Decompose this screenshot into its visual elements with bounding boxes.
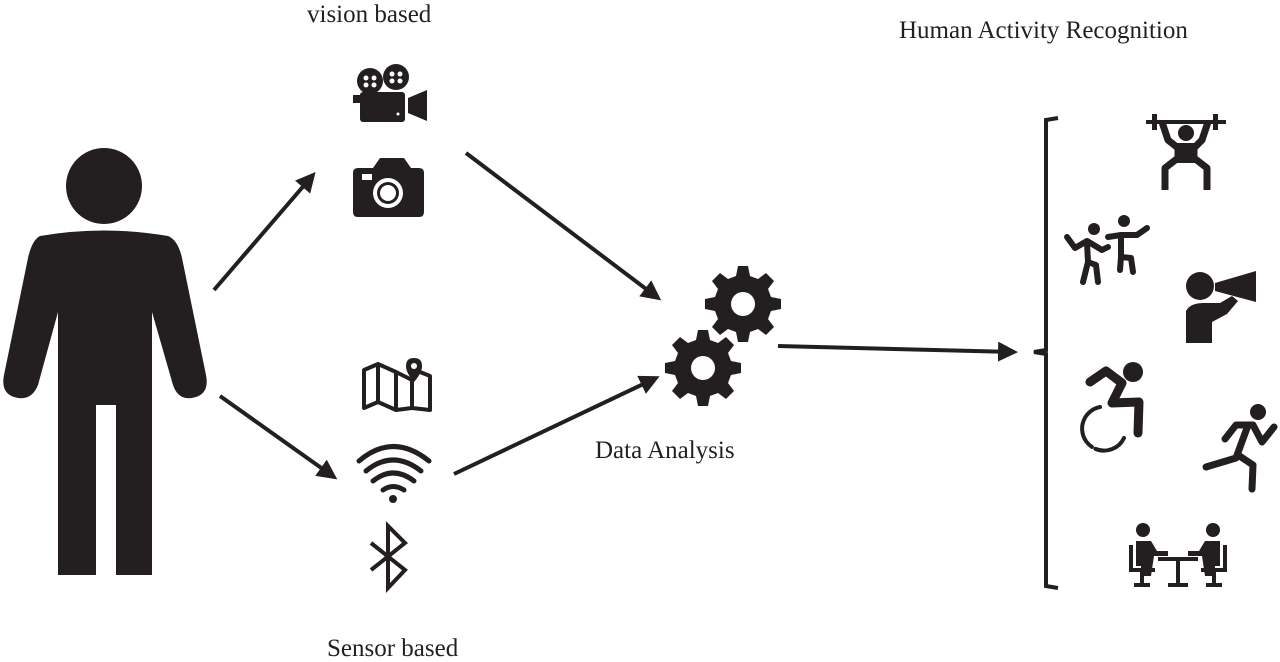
vision-based-label: vision based — [307, 1, 432, 28]
weightlifting-icon — [1146, 114, 1226, 190]
photo-camera-icon — [353, 158, 424, 217]
megaphone-speaker-icon — [1186, 271, 1256, 343]
human-activity-recognition-label: Human Activity Recognition — [899, 17, 1188, 44]
person-icon — [3, 148, 207, 575]
bluetooth-icon — [369, 521, 408, 594]
arrow-person-to-sensor — [218, 394, 338, 480]
dancing-icon — [1064, 215, 1150, 285]
running-icon — [1202, 404, 1278, 493]
sensor-based-label: Sensor based — [327, 635, 459, 662]
arrow-analysis-to-activities — [777, 341, 1018, 362]
map-location-icon — [362, 358, 432, 412]
arrow-vision-to-analysis — [464, 151, 662, 301]
meeting-icon — [1129, 523, 1227, 587]
wheelchair-icon — [1080, 362, 1144, 453]
movie-camera-icon — [353, 64, 427, 122]
activity-bracket — [1033, 116, 1059, 590]
wifi-icon — [356, 444, 432, 503]
gears-icon — [665, 266, 781, 406]
data-analysis-label: Data Analysis — [595, 437, 735, 464]
arrow-person-to-vision — [212, 171, 316, 292]
arrow-sensor-to-analysis — [453, 375, 660, 476]
